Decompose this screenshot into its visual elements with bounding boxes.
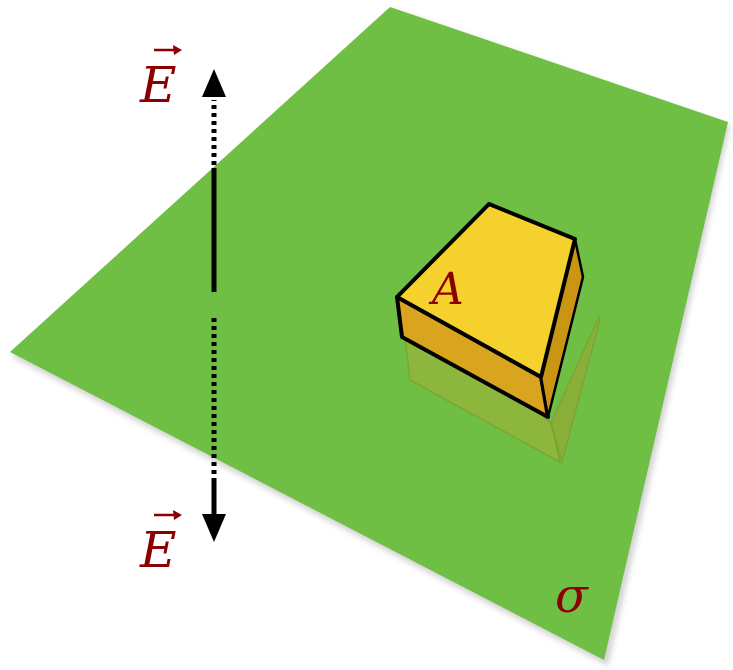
pillbox-top-face <box>395 202 577 379</box>
pillbox-below-side <box>550 314 601 465</box>
field-arrow-up-head <box>202 69 226 97</box>
field-label-bottom-text: E <box>139 521 177 579</box>
gaussian-pillbox <box>395 202 585 419</box>
vector-arrow-accent-icon <box>154 510 182 520</box>
plane-surface <box>10 7 728 660</box>
field-arrow-up <box>202 69 226 292</box>
vector-arrow-accent-icon <box>154 45 182 55</box>
area-label: A <box>428 264 464 315</box>
charged-plane <box>10 7 730 666</box>
charge-density-label: σ <box>555 568 589 624</box>
field-label-bottom: E <box>139 510 182 579</box>
field-arrow-down <box>202 318 226 542</box>
field-label-top-text: E <box>139 56 177 114</box>
field-label-top: E <box>139 45 182 114</box>
field-arrow-down-head <box>202 514 226 542</box>
